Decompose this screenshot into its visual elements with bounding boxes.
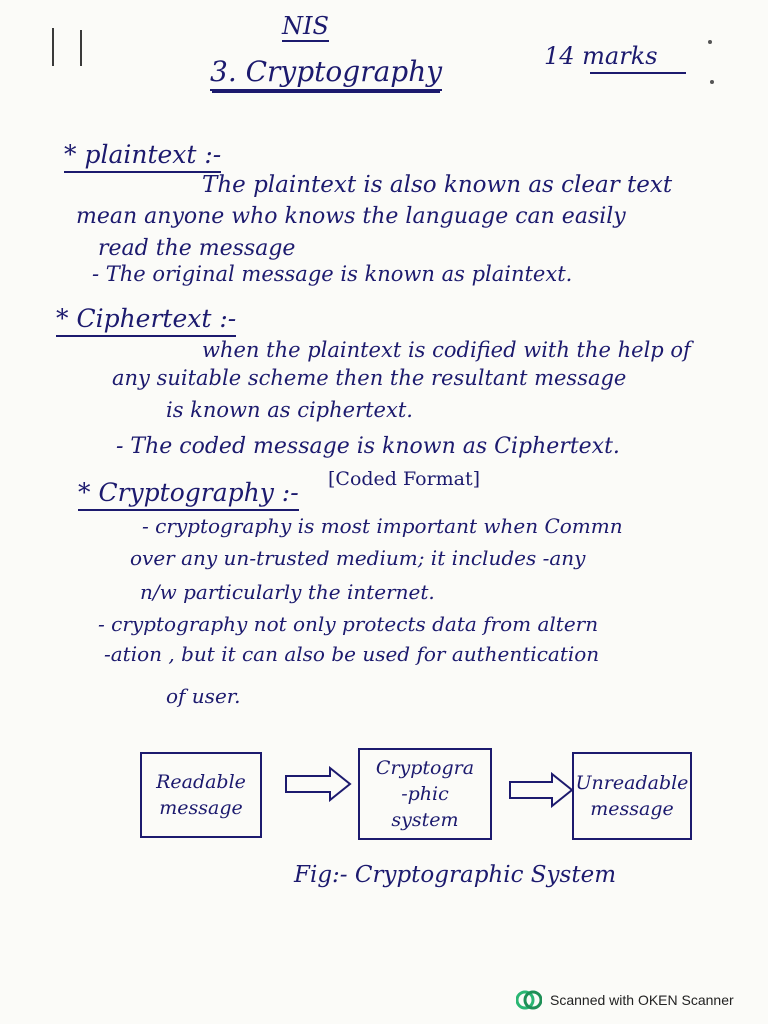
right-arrow-icon: [285, 766, 352, 802]
cryptographic-system-box: Cryptogra -phic system: [358, 748, 492, 840]
ciphertext-heading: * Ciphertext :-: [56, 304, 237, 337]
cryptography-line-4: - cryptography not only protects data fr…: [98, 612, 599, 636]
box-text: message: [159, 797, 243, 819]
box-text: Cryptogra: [375, 757, 475, 779]
box-text: Unreadable: [575, 772, 689, 794]
cryptography-line-1: - cryptography is most important when Co…: [142, 514, 623, 538]
cryptography-line-3: n/w particularly the internet.: [140, 580, 435, 604]
figure-caption: Fig:- Cryptographic System: [294, 862, 616, 888]
unreadable-message-box: Unreadable message: [572, 752, 692, 840]
margin-mark: [52, 28, 54, 66]
cryptography-note: [Coded Format]: [328, 468, 481, 490]
ink-dot: [708, 40, 712, 44]
course-title: NIS: [282, 12, 329, 42]
cryptography-line-2: over any un-trusted medium; it includes …: [130, 546, 586, 570]
scanner-watermark: Scanned with OKEN Scanner: [516, 990, 734, 1010]
ink-dot: [710, 80, 714, 84]
readable-message-box: Readable message: [140, 752, 262, 838]
plaintext-line-3: read the message: [98, 236, 296, 261]
cryptography-line-6: of user.: [166, 684, 241, 708]
box-text: message: [590, 798, 674, 820]
right-arrow-icon: [509, 772, 574, 808]
scanner-text: Scanned with OKEN Scanner: [550, 992, 734, 1008]
plaintext-line-2: mean anyone who knows the language can e…: [76, 204, 626, 229]
marks-underline: [590, 72, 686, 74]
box-text: system: [391, 809, 459, 831]
chapter-title: 3. Cryptography: [210, 58, 443, 91]
box-text: -phic: [401, 783, 449, 805]
plaintext-line-1: The plaintext is also known as clear tex…: [202, 172, 673, 198]
ciphertext-line-3: is known as ciphertext.: [166, 398, 413, 422]
oken-logo-icon: [516, 990, 542, 1010]
cryptography-line-5: -ation , but it can also be used for aut…: [104, 642, 600, 666]
marks-label: 14 marks: [544, 42, 658, 70]
plaintext-heading: * plaintext :-: [64, 140, 222, 173]
margin-mark: [80, 30, 82, 66]
plaintext-line-4: - The original message is known as plain…: [92, 262, 573, 286]
box-text: Readable: [156, 771, 246, 793]
ciphertext-line-1: when the plaintext is codified with the …: [202, 338, 691, 362]
ciphertext-line-2: any suitable scheme then the resultant m…: [112, 366, 627, 390]
ciphertext-line-4: - The coded message is known as Cipherte…: [116, 434, 620, 459]
cryptography-heading: * Cryptography :-: [78, 478, 299, 511]
